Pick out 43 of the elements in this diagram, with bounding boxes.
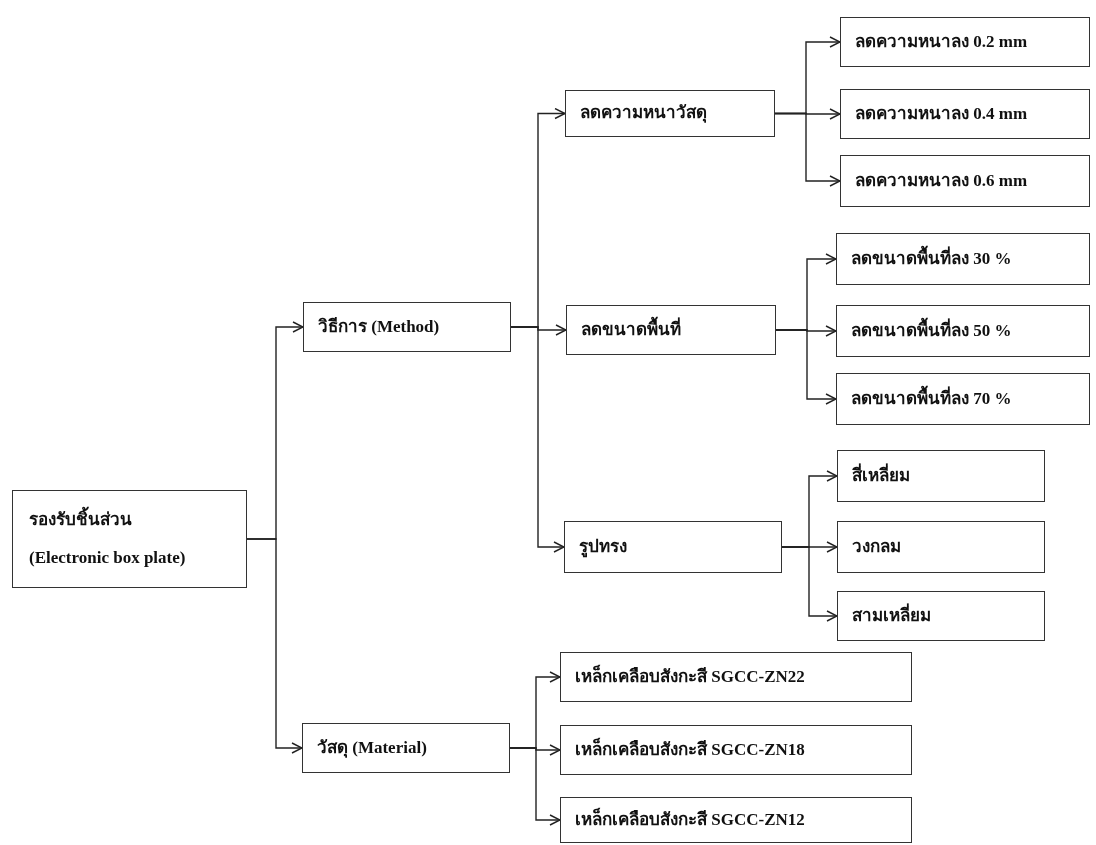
box-label: เหล็กเคลือบสังกะสี SGCC-ZN12 [575, 808, 806, 831]
box-label: วงกลม [852, 535, 902, 558]
arrow [781, 546, 838, 622]
box-label: สามเหลี่ยม [852, 604, 932, 627]
box-label: ลดขนาดพื้นที่ลง 70 % [851, 387, 1075, 411]
process-box [566, 305, 776, 355]
process-box [560, 652, 912, 702]
process-box [303, 302, 511, 352]
box-label: ลดขนาดพื้นที่ [581, 318, 761, 342]
process-box [840, 89, 1090, 139]
process-box [560, 797, 912, 843]
process-box [565, 90, 775, 137]
process-box [302, 723, 510, 773]
box-label: วิธีการ (Method) [318, 315, 441, 338]
process-box [836, 373, 1090, 425]
box-label: (Electronic box plate) [29, 546, 187, 569]
box-label: ลดความหนาวัสดุ [580, 102, 708, 125]
box-label: สี่เหลี่ยม [852, 464, 911, 487]
box-label: ลดขนาดพื้นที่ลง 50 % [851, 319, 1075, 343]
process-box [840, 155, 1090, 207]
process-box [837, 521, 1045, 573]
box-label: รองรับชิ้นส่วน [29, 508, 230, 532]
arrow [775, 329, 837, 405]
arrow [510, 326, 565, 553]
box-label: รูปทรง [579, 535, 628, 559]
arrow [774, 112, 841, 187]
box-label: ลดความหนาลง 0.6 mm [855, 169, 1029, 192]
box-label: ลดความหนาลง 0.4 mm [855, 102, 1029, 125]
process-box [836, 233, 1090, 285]
process-box [837, 450, 1045, 502]
arrow [509, 747, 561, 826]
process-box [840, 17, 1090, 67]
box-label: ลดขนาดพื้นที่ลง 30 % [851, 247, 1075, 271]
process-box [560, 725, 912, 775]
arrow [246, 538, 303, 754]
box-label: เหล็กเคลือบสังกะสี SGCC-ZN22 [575, 665, 806, 688]
process-box [564, 521, 782, 573]
process-box [837, 591, 1045, 641]
box-label: เหล็กเคลือบสังกะสี SGCC-ZN18 [575, 738, 806, 761]
process-box [836, 305, 1090, 357]
box-label: ลดความหนาลง 0.2 mm [855, 30, 1029, 53]
box-label: วัสดุ (Material) [317, 736, 428, 760]
process-box [12, 490, 247, 588]
